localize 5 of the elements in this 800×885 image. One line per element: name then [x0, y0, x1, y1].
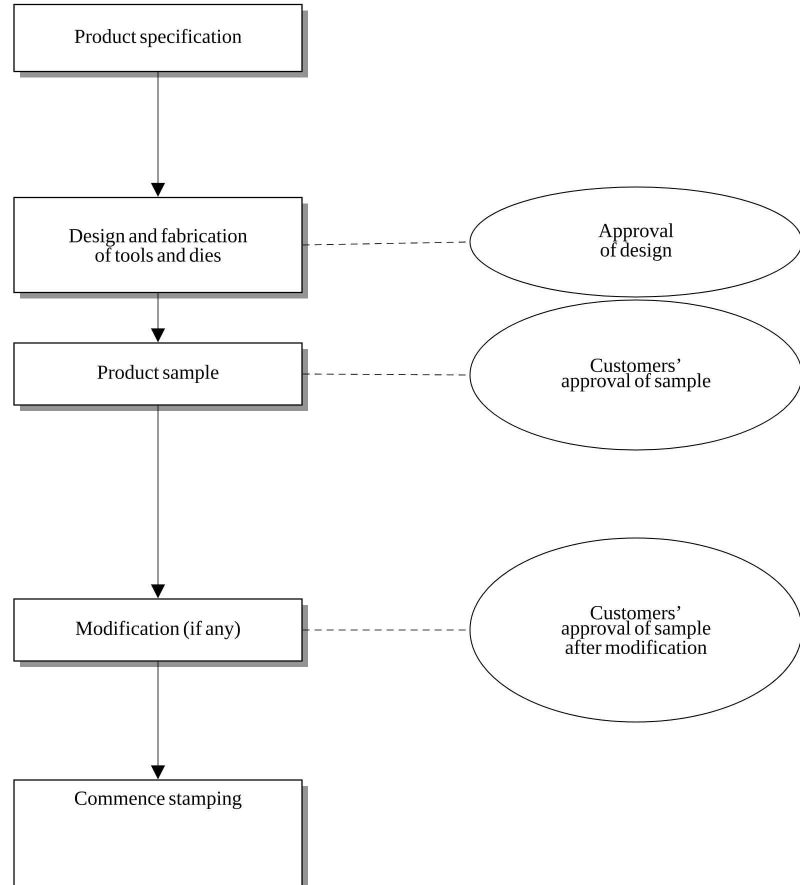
- process-box: Product sample: [13, 342, 308, 411]
- process-box: Design and fabrication of tools and dies: [13, 196, 308, 298]
- process-box: Modification (if any): [13, 598, 308, 667]
- process-box: Product specification: [13, 4, 308, 78]
- process-box: Commence stamping: [13, 779, 308, 885]
